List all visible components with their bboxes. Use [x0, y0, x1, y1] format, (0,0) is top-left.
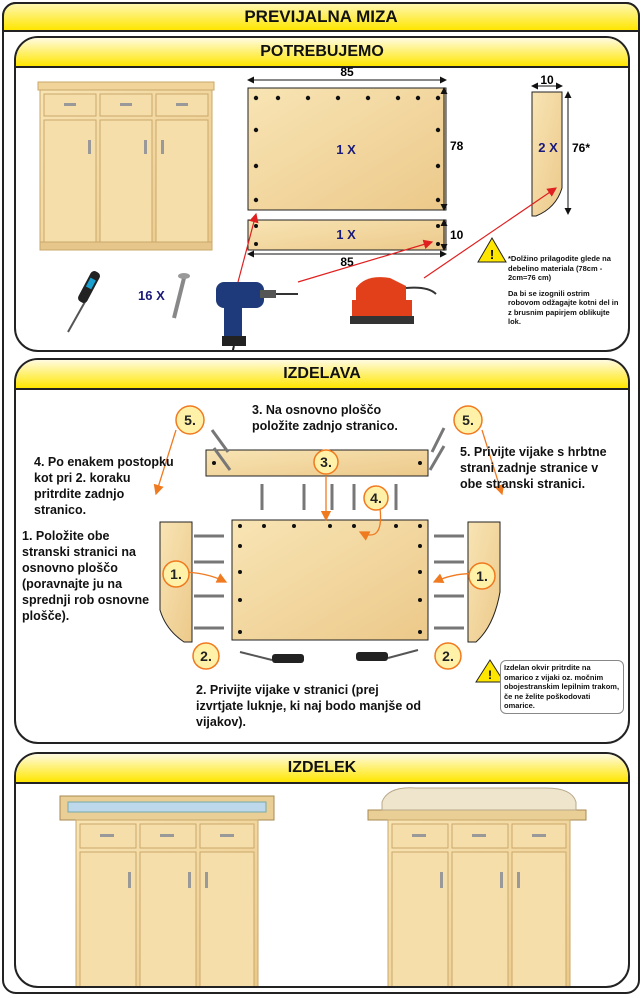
step3-text: 3. Na osnovno ploščo položite zadnjo str… [252, 403, 398, 433]
svg-text:!: ! [490, 247, 494, 262]
badge-5-left-text: 5. [184, 412, 196, 428]
step1-text: 1. Položite obe stranski stranici na osn… [22, 529, 150, 623]
section-product: IZDELEK [14, 752, 630, 988]
warning-icon: ! [477, 237, 507, 263]
drill-to-top-arrow [237, 212, 259, 283]
badge-3-text: 3. [320, 454, 332, 470]
badge-2-left [192, 642, 220, 670]
side-height-label: 76* [572, 141, 590, 155]
build-screwdriver-left-icon [239, 651, 304, 663]
back-board [247, 219, 447, 251]
section-needs: POTREBUJEMO [14, 36, 630, 352]
top-qty-label: 1 X [336, 142, 356, 157]
top-width-label: 85 [340, 65, 354, 79]
badge-4 [363, 485, 389, 511]
build-base-board [231, 519, 429, 641]
length-note: *Dolžino prilagodite glede na debelino m… [508, 254, 622, 327]
drill-to-back-arrow [297, 239, 434, 283]
badge-2-left-text: 2. [200, 648, 212, 664]
badge-5-right [453, 405, 483, 435]
back-height-label: 10 [450, 228, 464, 242]
step4-arrow [358, 507, 382, 541]
badge-5-left [175, 405, 205, 435]
side-board [531, 91, 563, 217]
top-board [247, 87, 447, 211]
section-needs-title: POTREBUJEMO [16, 38, 628, 68]
length-note-2: Da bi se izognili ostrim robovom odžagaj… [508, 288, 619, 327]
needs-illustration: 85 78 1 X 1 X 10 85 10 76* 2 X 16 X [37, 65, 590, 350]
back-width-label: 85 [340, 255, 354, 269]
step5-text: 5. Privijte vijake s hrbtne strani zadnj… [460, 445, 607, 491]
side-qty-label: 2 X [538, 140, 558, 155]
top-height-label: 78 [450, 139, 464, 153]
step2-text: 2. Privijte vijake v stranici (prej izvr… [196, 683, 422, 729]
length-note-1: *Dolžino prilagodite glede na debelino m… [508, 254, 611, 282]
badge-3 [313, 449, 339, 475]
side-width-label: 10 [540, 73, 554, 87]
badge-1-right-text: 1. [476, 568, 488, 584]
step4-text: 4. Po enakem postopku kot pri 2. koraku … [34, 455, 174, 517]
badge-2-right-text: 2. [442, 648, 454, 664]
section-product-title: IZDELEK [16, 754, 628, 784]
drill-icon [216, 282, 298, 350]
section-build: IZDELAVA [14, 358, 630, 744]
sander-icon [350, 277, 437, 324]
screws-qty-label: 16 X [138, 288, 165, 303]
top-board-holes [253, 95, 441, 203]
step5-right-arrow [481, 429, 505, 496]
svg-text:!: ! [488, 668, 492, 682]
cabinet-image [37, 81, 215, 251]
badge-1-left [162, 560, 190, 588]
frame-warning-icon: ! [475, 659, 505, 683]
product-cabinet-right [367, 787, 587, 986]
sander-to-side-arrow [423, 187, 557, 279]
product-cabinet-left [59, 795, 275, 986]
badge-2-right [434, 642, 462, 670]
badge-1-left-text: 1. [170, 566, 182, 582]
build-illustration: 5. 5. 3. 4. 1. 1. 2. 2. ! [153, 405, 505, 683]
product-illustration [59, 787, 587, 986]
screwdriver-icon [67, 271, 100, 333]
section-build-title: IZDELAVA [16, 360, 628, 390]
back-qty-label: 1 X [336, 227, 356, 242]
badge-4-text: 4. [370, 490, 382, 506]
page-title: PREVIJALNA MIZA [2, 2, 640, 32]
build-screwdriver-right-icon [356, 649, 419, 661]
screw-icon [172, 273, 190, 319]
badge-1-right [468, 562, 496, 590]
badge-5-right-text: 5. [462, 412, 474, 428]
frame-note: Izdelan okvir pritrdite na omarico z vij… [500, 660, 624, 714]
step5-left-arrow [153, 429, 177, 496]
